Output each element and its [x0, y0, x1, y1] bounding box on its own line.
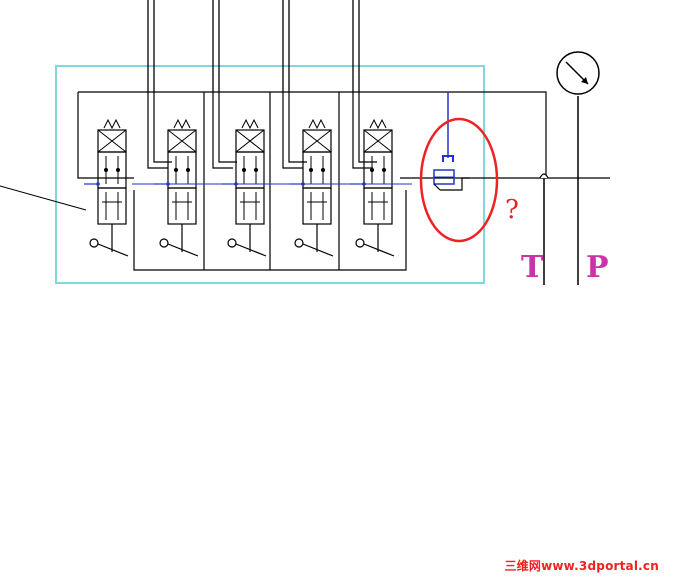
question-mark: ?	[505, 195, 519, 225]
highlight-ellipse	[419, 117, 499, 243]
leader-line	[0, 185, 87, 211]
watermark: 三维网www.3dportal.cn	[504, 559, 659, 573]
manifold-frame	[77, 91, 547, 179]
supply-pipe	[147, 0, 172, 169]
pressure-gauge-icon	[556, 51, 600, 95]
tank-port-label: T	[521, 250, 544, 285]
supply-pipe	[282, 0, 307, 169]
valve-section	[222, 118, 267, 257]
valve-section	[350, 118, 395, 257]
valve-section	[154, 118, 199, 257]
valve-group	[84, 0, 412, 270]
pressure-port-label: P	[586, 250, 609, 285]
valve-section	[84, 118, 129, 257]
supply-pipe	[352, 0, 377, 169]
valve-section	[289, 118, 334, 257]
line-crossing	[539, 173, 549, 179]
relief-valve-icon	[433, 92, 470, 191]
valve-block-outline	[55, 65, 485, 284]
supply-pipe	[212, 0, 237, 169]
